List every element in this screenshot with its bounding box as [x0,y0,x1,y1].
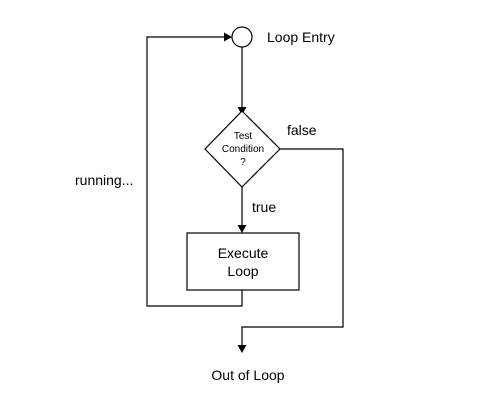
true-branch-arrowhead [237,225,247,233]
execute-loop-label-line1: Execute [218,245,269,261]
test-condition-label-line2: Condition [222,144,264,155]
running-loop-arrowhead [224,32,232,42]
false-branch-arrowhead [237,345,247,353]
test-condition-label-line1: Test [234,131,253,142]
running-loop-label: running... [75,172,133,188]
running-loop-path [146,36,243,307]
true-branch-label: true [252,199,276,215]
loop-entry-node [231,26,253,48]
execute-loop-node [186,232,300,291]
loop-entry-label: Loop Entry [267,29,335,45]
execute-loop-label-line2: Loop [227,263,258,279]
false-branch-label: false [287,122,317,138]
out-of-loop-label: Out of Loop [211,367,284,383]
false-branch-path [241,148,344,346]
test-condition-label-line3: ? [240,157,246,168]
